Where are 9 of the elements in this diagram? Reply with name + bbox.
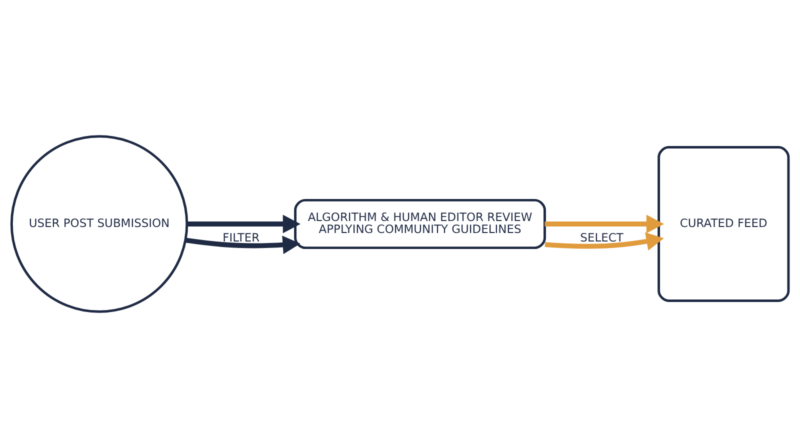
node-box: CURATED FEED xyxy=(658,146,790,302)
edge-label: SELECT xyxy=(580,230,624,244)
node-box: ALGORITHM & HUMAN EDITOR REVIEW APPLYING COMMUNITY GUIDELINES xyxy=(294,198,546,249)
arrow xyxy=(187,214,300,233)
arrow xyxy=(544,232,664,250)
node-circle: USER POST SUBMISSION xyxy=(10,134,188,312)
arrow xyxy=(544,214,664,233)
edge-label: FILTER xyxy=(222,230,260,244)
arrow xyxy=(185,235,300,254)
